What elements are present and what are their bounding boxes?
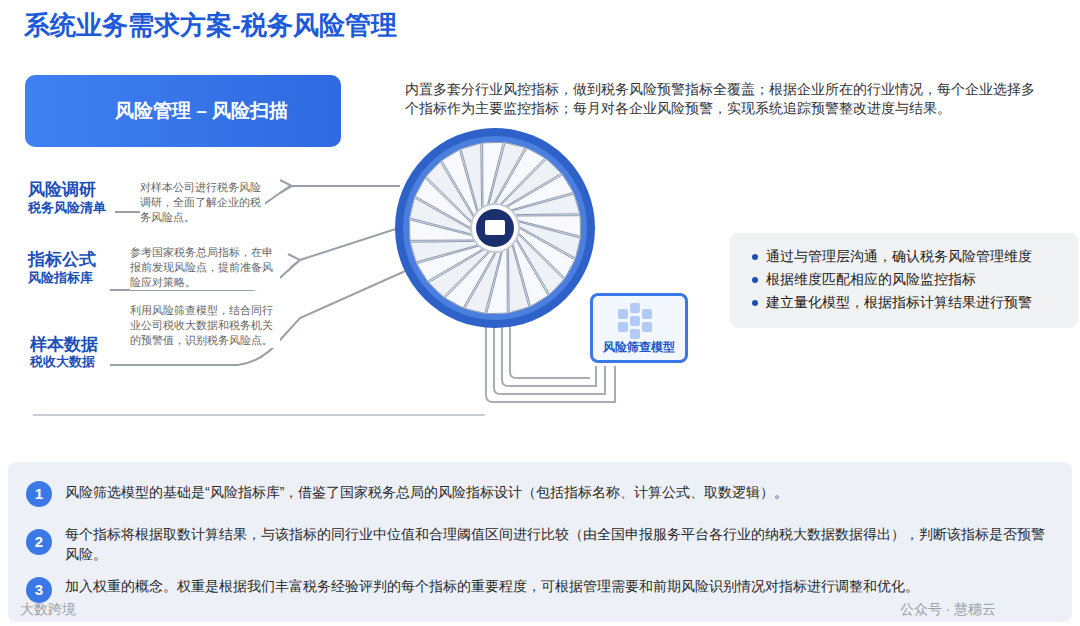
bullet-dot: [752, 300, 758, 306]
bullet-dot: [752, 254, 758, 260]
group-heading: 样本数据: [30, 333, 98, 356]
group-subheading: 税务风险清单: [28, 199, 106, 217]
callout-text: 3: [26, 577, 52, 603]
callout-number: 2: [26, 529, 52, 555]
bullet-text: 根据维度匹配相应的风险监控指标: [766, 269, 1066, 289]
group-heading: 指标公式: [28, 248, 96, 271]
title: 系统业务需求方案-税务风险管理: [24, 8, 397, 43]
watermark: 大数跨境: [20, 601, 76, 619]
group-description: 利用风险筛查模型，结合同行业公司税收大数据和税务机关的预警值，识别税务风险点。: [130, 303, 280, 348]
group-subheading: 风险指标库: [28, 269, 93, 287]
bullet-text: 建立量化模型，根据指标计算结果进行预警: [766, 292, 1066, 312]
header-box: 风险管理 – 风险扫描: [25, 75, 341, 147]
group-heading: 风险调研: [28, 178, 96, 201]
turbine-illustration: [395, 128, 595, 328]
group-description: 对样本公司进行税务风险调研，全面了解企业的税务风险点。: [140, 180, 265, 225]
note-text: 每个指标将根据取数计算结果，与该指标的同行业中位值和合理阈值区间进行比较（由全国…: [65, 524, 1055, 564]
bullet-dot: [752, 277, 758, 283]
turbine-blade: [508, 245, 529, 313]
leader-lines: [33, 180, 485, 415]
turbine-blade: [518, 222, 580, 258]
group-subheading: 税收大数据: [30, 353, 95, 371]
bullet-panel: 通过与管理层沟通，确认税务风险管理维度根据维度匹配相应的风险监控指标建立量化模型…: [730, 233, 1078, 328]
notes-panel: 1 2 3 风险筛选模型的基础是“风险指标库”，借鉴了国家税务总局的风险指标设计（包括…: [8, 462, 1072, 622]
callout-text: 1: [26, 481, 52, 507]
callout-number: 3: [26, 577, 52, 603]
turbine-blade: [512, 194, 580, 215]
bullet-item: 建立量化模型，根据指标计算结果进行预警: [752, 292, 1066, 312]
header-text: 风险管理 – 风险扫描: [115, 98, 288, 124]
bullet-text: 通过与管理层沟通，确认税务风险管理维度: [766, 246, 1066, 266]
note-text: 加入权重的概念。权重是根据我们丰富税务经验评判的每个指标的重要程度，可根据管理需…: [65, 576, 1055, 596]
bullet-item: 通过与管理层沟通，确认税务风险管理维度: [752, 246, 1066, 266]
model-box: 风险筛查模型: [590, 293, 688, 363]
note-text: 风险筛选模型的基础是“风险指标库”，借鉴了国家税务总局的风险指标设计（包括指标名…: [65, 482, 1055, 502]
group-description: 参考国家税务总局指标，在申报前发现风险点，提前准备风险应对策略。: [130, 245, 280, 290]
callout-text: 2: [26, 529, 52, 555]
callout-number: 1: [26, 481, 52, 507]
turbine-blade: [461, 143, 482, 211]
bullet-item: 根据维度匹配相应的风险监控指标: [752, 269, 1066, 289]
box-label: 风险筛查模型: [593, 339, 685, 356]
turbine-blade: [410, 241, 478, 262]
watermark: 公众号 · 慧穗云: [900, 601, 996, 619]
intro-text: 内置多套分行业风控指标，做到税务风险预警指标全覆盖；根据企业所在的行业情况，每个…: [405, 80, 1045, 118]
